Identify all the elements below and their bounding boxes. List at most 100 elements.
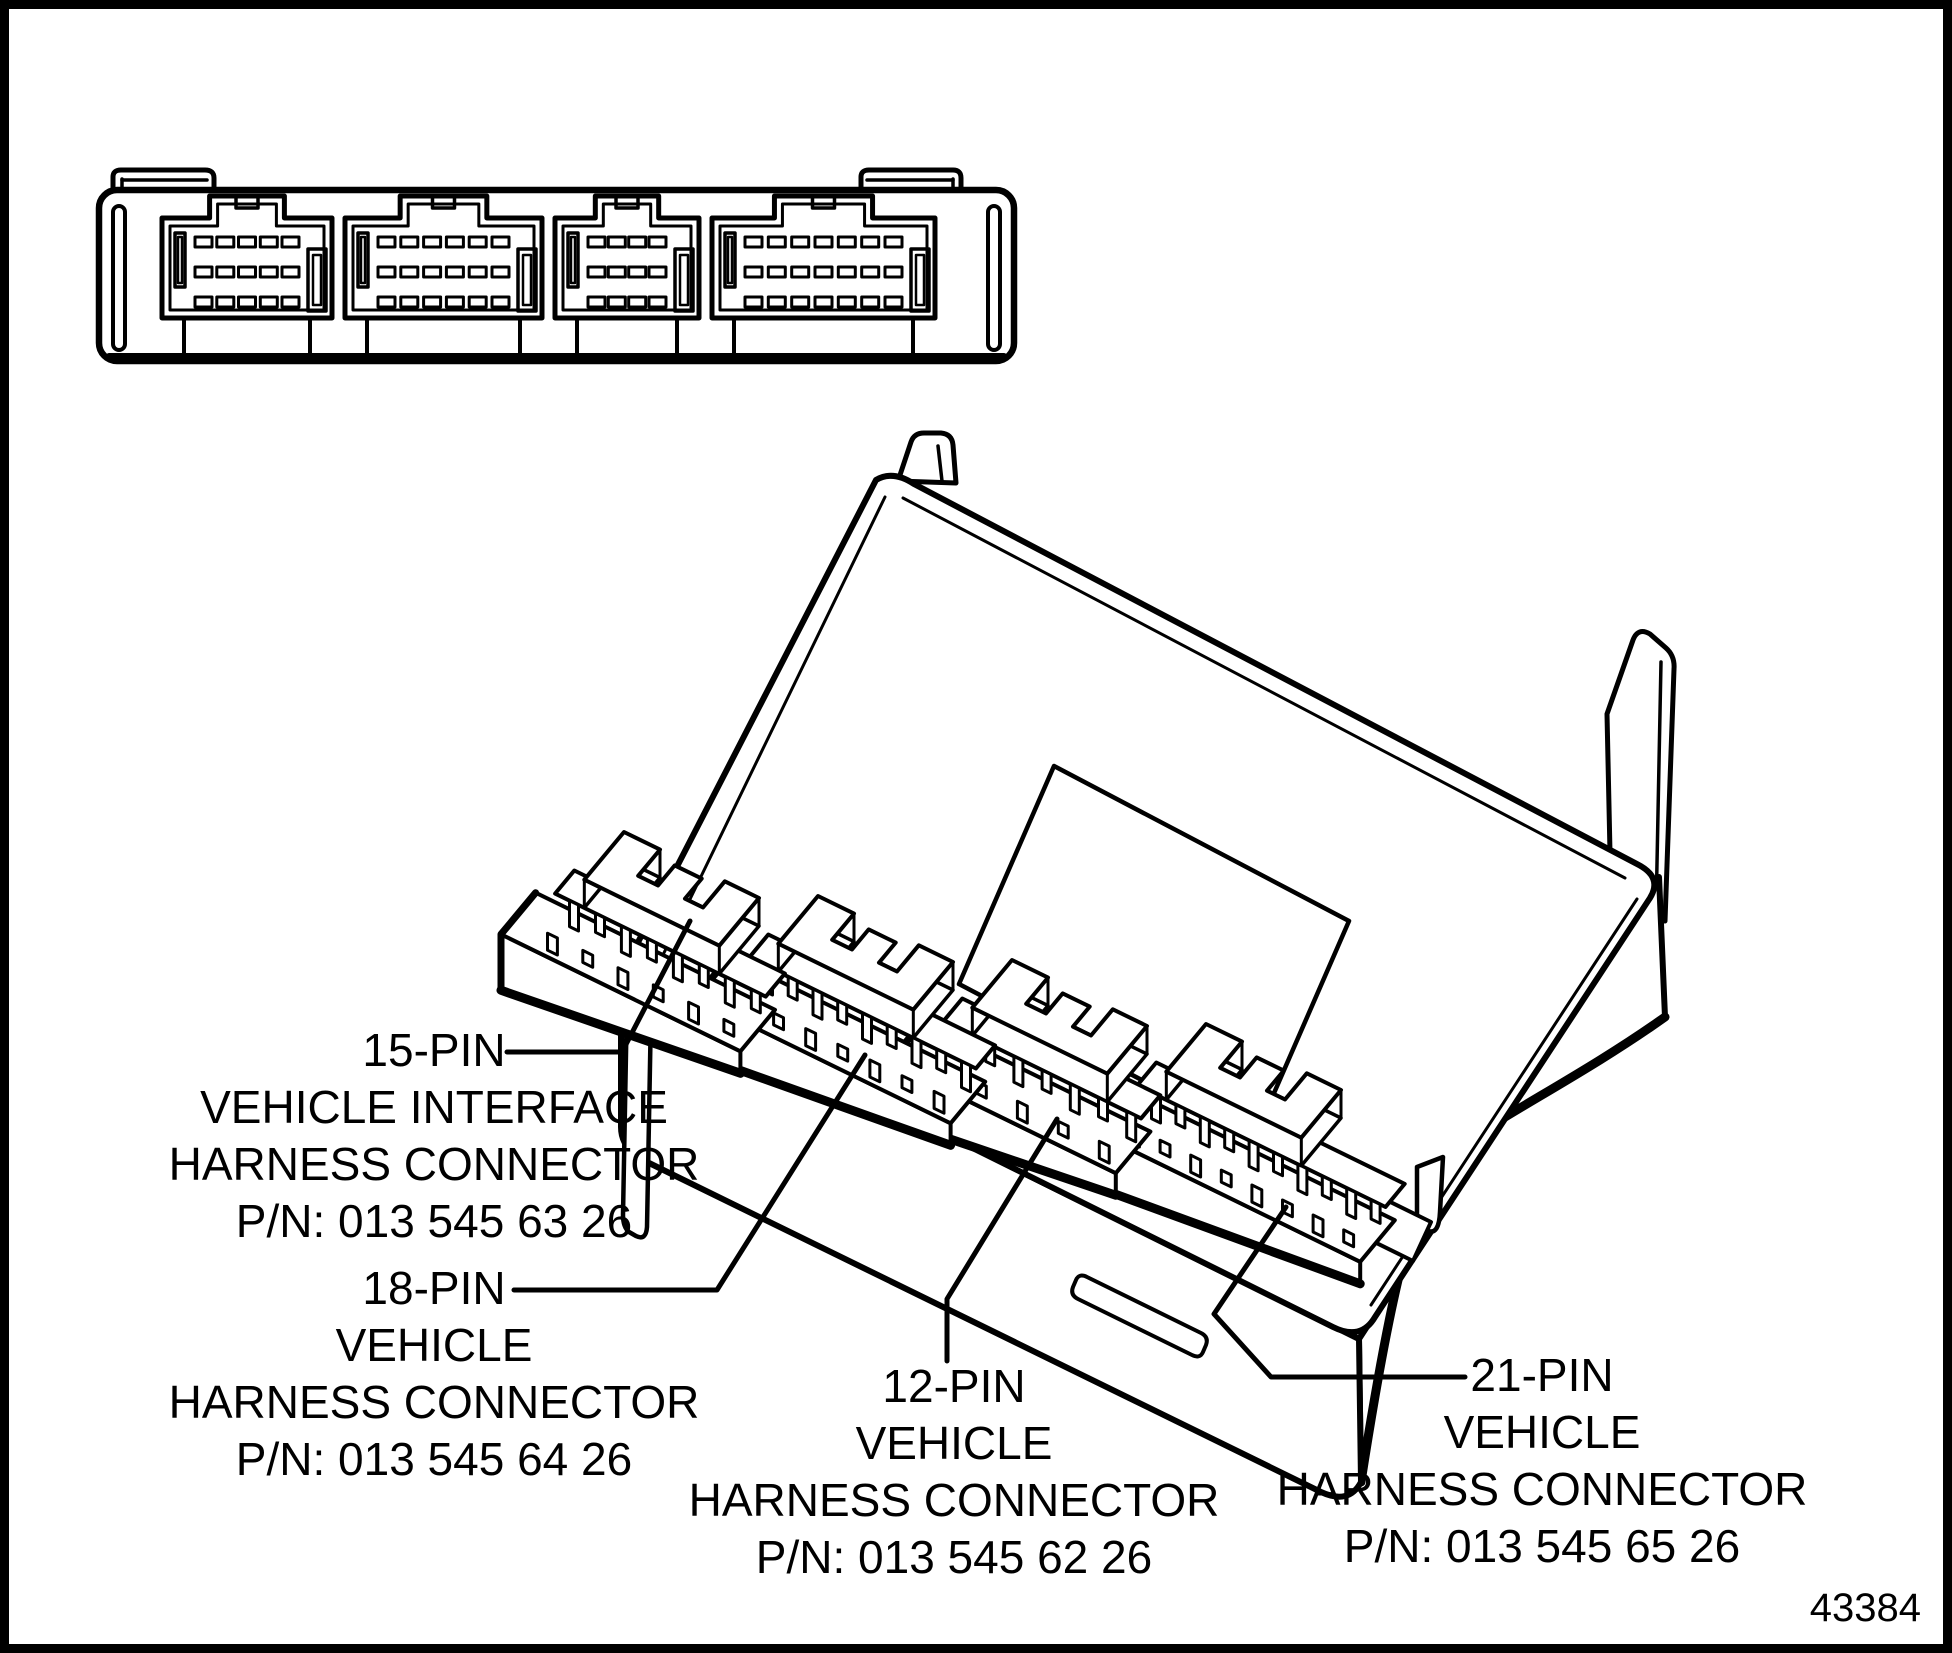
section-inner-contour [561,202,693,312]
figure-number: 43384 [1810,1586,1921,1630]
front-section-21-pin [709,193,938,359]
pin [1056,1119,1070,1140]
harness-connector-sockets [496,830,1407,1289]
pin-cavity [647,235,668,249]
pin-cavity [836,295,857,309]
pin-cavity [215,295,236,309]
callout-12-pin-line-3: HARNESS CONNECTOR [689,1474,1220,1526]
section-inner-contour [351,202,536,312]
pin [868,1058,882,1084]
pin-cavity [606,235,627,249]
section-right-latch [306,247,328,313]
key-rib-top [582,830,761,948]
callout-18-pin-line-1: 18-PIN [362,1262,505,1314]
pin-cavity [586,295,607,309]
front-section-12-pin [552,193,702,359]
callout-21-pin-line-2: VEHICLE [1444,1406,1641,1458]
pin-cavity [490,295,511,309]
callout-texts: 15-PIN VEHICLE INTERFACE HARNESS CONNECT… [169,1024,1808,1583]
pin-cavity [376,265,397,279]
pin-cavity [376,235,397,249]
section-skirt [732,316,915,359]
pin [1342,1228,1356,1249]
leader-12-pin [944,1116,1060,1364]
pin [722,1017,736,1038]
callout-15-pin-line-3: HARNESS CONNECTOR [169,1138,700,1190]
module-right-mounting-tab [1604,629,1677,924]
pin-cavity [444,265,465,279]
pin [616,966,630,991]
section-left-slot [356,231,370,289]
pin-cavity [766,295,787,309]
pin [1250,1183,1264,1209]
module-left-fin [620,996,654,1240]
pin-cavity [280,265,301,279]
front-view-left-slot [111,204,127,352]
pin-cavity [813,265,834,279]
callout-18-pin-line-3: HARNESS CONNECTOR [169,1376,700,1428]
pin-cavity [860,235,881,249]
front-view-right-tab [858,167,964,193]
leader-21-pin [1211,1204,1468,1380]
pin [687,1000,700,1026]
section-left-slot [566,231,580,289]
pin-cavity [606,295,627,309]
section-left-slot-inner [569,235,577,285]
callout-18-pin-line-4: P/N: 013 545 64 26 [236,1433,632,1485]
21-pin-socket [1078,1022,1407,1289]
pin-cavity [860,265,881,279]
section-left-slot-inner [176,235,184,285]
shell-bottom-edge [1078,1177,1365,1289]
front-view-sections [159,193,938,359]
section-left-slot [723,231,737,289]
pin-cavity [647,265,668,279]
pin-cavity [376,295,397,309]
callout-12-pin-line-4: P/N: 013 545 62 26 [756,1531,1152,1583]
section-key-notch [234,196,260,210]
pin-cavity [399,265,420,279]
pin-cavity [743,265,764,279]
pin-cavity [215,235,236,249]
section-inner-contour [718,202,929,312]
pin [1320,1174,1333,1201]
key-rib-top [776,894,955,1012]
pin [568,899,580,933]
pin-cavity [813,235,834,249]
control-module-3d-view [496,430,1677,1500]
callout-21-pin-line-3: HARNESS CONNECTOR [1277,1463,1808,1515]
pin [1189,1153,1203,1179]
section-skirt [182,316,312,359]
callout-15-pin-line-1: 15-PIN [362,1024,505,1076]
pin-cavity [813,295,834,309]
pin-cavity [836,235,857,249]
pin-cavity [467,295,488,309]
section-right-latch [516,247,538,313]
pin [723,975,736,1009]
pin-cavity [647,295,668,309]
front-section-18-pin [342,193,545,359]
callout-15-pin-line-2: VEHICLE INTERFACE [200,1081,668,1133]
pin-cavity [237,265,257,279]
pin-cavity [258,265,279,279]
pin-cavity [586,235,607,249]
pin-cavity [490,265,511,279]
diagram-canvas: 15-PIN VEHICLE INTERFACE HARNESS CONNECT… [95,167,1921,1630]
section-left-slot-inner [726,235,734,285]
pin-cavity [422,295,443,309]
pin-cavity [399,295,420,309]
key-rib-top [970,958,1149,1076]
pin-cavity [422,235,443,249]
pin-cavity [193,235,214,249]
module-top-face [625,472,1658,1336]
shell-bottom-edge [496,985,745,1078]
section-key-notch [430,196,457,210]
callout-12-pin-line-2: VEHICLE [856,1417,1053,1469]
module-front-ledge [1070,1273,1209,1359]
section-right-latch-inner [521,253,533,307]
pin-cavity [766,265,787,279]
pin-cavity [280,295,301,309]
pin [1097,1139,1111,1165]
section-left-slot [173,231,187,289]
pin [581,948,595,969]
